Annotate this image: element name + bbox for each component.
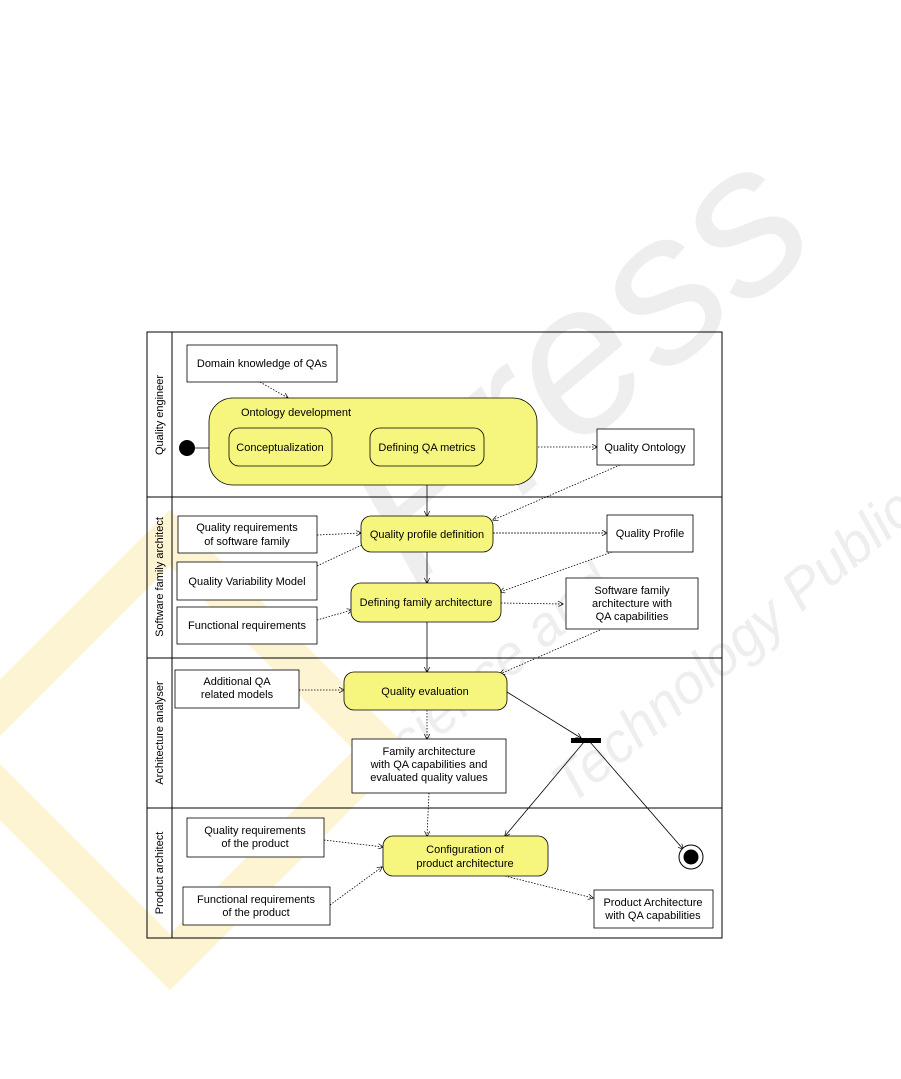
final-node <box>678 844 704 870</box>
additional-qa-line2: related models <box>201 689 274 701</box>
quality-req-product-line1: Quality requirements <box>204 825 306 837</box>
quality-evaluation-label: Quality evaluation <box>381 686 468 698</box>
family-eval-line3: evaluated quality values <box>370 772 488 784</box>
artifact-domain-knowledge: Domain knowledge of QAs <box>186 344 338 383</box>
flow-evaluation-to-fork <box>506 691 581 738</box>
family-eval-line1: Family architecture <box>383 746 476 758</box>
functional-req-product-line2: of the product <box>222 907 289 919</box>
artifact-quality-requirements-product: Quality requirements of the product <box>186 817 325 858</box>
artifact-family-evaluated-values: Family architecture with QA capabilities… <box>351 738 507 794</box>
artifact-quality-variability-model: Quality Variability Model <box>176 561 318 601</box>
flow-profile-to-family-arch <box>500 551 613 592</box>
flow-domain-knowledge <box>259 381 288 398</box>
activity-defining-family-architecture: Defining family architecture <box>350 582 502 623</box>
activity-quality-evaluation: Quality evaluation <box>343 671 508 711</box>
additional-qa-line1: Additional QA <box>203 676 271 688</box>
activity-configuration-of-product-architecture: Configuration of product architecture <box>382 835 549 877</box>
flow-quality-req-family <box>316 533 361 535</box>
quality-ontology-label: Quality Ontology <box>604 442 686 454</box>
domain-knowledge-label: Domain knowledge of QAs <box>197 358 328 370</box>
configuration-label-line1: Configuration of <box>426 844 505 856</box>
product-arch-line1: Product Architecture <box>603 897 702 909</box>
flow-quality-req-product <box>323 839 383 847</box>
defining-qa-metrics-label: Defining QA metrics <box>378 442 476 454</box>
functional-requirements-label: Functional requirements <box>188 620 307 632</box>
flow-ontology-to-profile-def <box>493 464 621 520</box>
flow-functional-req-to-family-arch <box>316 610 352 621</box>
quality-profile-definition-label: Quality profile definition <box>370 529 484 541</box>
activity-defining-qa-metrics: Defining QA metrics <box>369 427 485 467</box>
lane-product-architect: Product architect <box>154 832 166 915</box>
flow-family-arch-to-artifact <box>500 603 563 604</box>
activity-conceptualization: Conceptualization <box>228 427 333 467</box>
defining-family-architecture-label: Defining family architecture <box>360 597 493 609</box>
artifact-functional-requirements-product: Functional requirements of the product <box>182 886 331 926</box>
ontology-development-label: Ontology development <box>241 407 351 419</box>
artifact-functional-requirements: Functional requirements <box>176 606 318 645</box>
lane-software-family-architect: Software family architect <box>154 517 166 637</box>
functional-req-product-line1: Functional requirements <box>197 894 316 906</box>
conceptualization-label: Conceptualization <box>236 442 323 454</box>
artifact-product-architecture: Product Architecture with QA capabilitie… <box>593 889 714 929</box>
flow-family-artifact-to-evaluation <box>500 629 601 674</box>
family-arch-qa-line3: QA capabilities <box>596 611 669 623</box>
artifact-family-architecture-qa: Software family architecture with QA cap… <box>565 577 699 630</box>
quality-req-product-line2: of the product <box>221 838 288 850</box>
flow-fork-to-end <box>589 741 683 849</box>
flow-functional-req-product <box>329 867 382 906</box>
quality-req-family-line2: of software family <box>204 536 290 548</box>
flow-values-to-configuration <box>427 792 429 836</box>
artifact-quality-ontology: Quality Ontology <box>596 428 695 466</box>
family-eval-line2: with QA capabilities and <box>370 759 488 771</box>
quality-req-family-line1: Quality requirements <box>196 522 298 534</box>
family-arch-qa-line1: Software family <box>594 585 670 597</box>
artifact-quality-profile: Quality Profile <box>606 514 694 553</box>
artifact-additional-qa-models: Additional QA related models <box>174 669 300 709</box>
fork-bar <box>571 738 601 743</box>
lane-architecture-analyser: Architecture analyser <box>154 681 166 785</box>
product-arch-line2: with QA capabilities <box>604 910 701 922</box>
quality-profile-label: Quality Profile <box>616 528 684 540</box>
lane-quality-engineer: Quality engineer <box>154 375 166 455</box>
artifact-quality-requirements-family: Quality requirements of software family <box>177 515 318 554</box>
flow-variability-model <box>316 543 366 567</box>
configuration-label-line2: product architecture <box>416 858 513 870</box>
family-arch-qa-line2: architecture with <box>592 598 672 610</box>
flow-configuration-to-product-arch <box>504 875 593 898</box>
initial-node <box>179 440 195 456</box>
quality-variability-model-label: Quality Variability Model <box>188 576 305 588</box>
activity-quality-profile-definition: Quality profile definition <box>360 515 494 553</box>
flow-fork-to-configuration <box>505 741 585 836</box>
swimlane-frame <box>146 331 723 939</box>
